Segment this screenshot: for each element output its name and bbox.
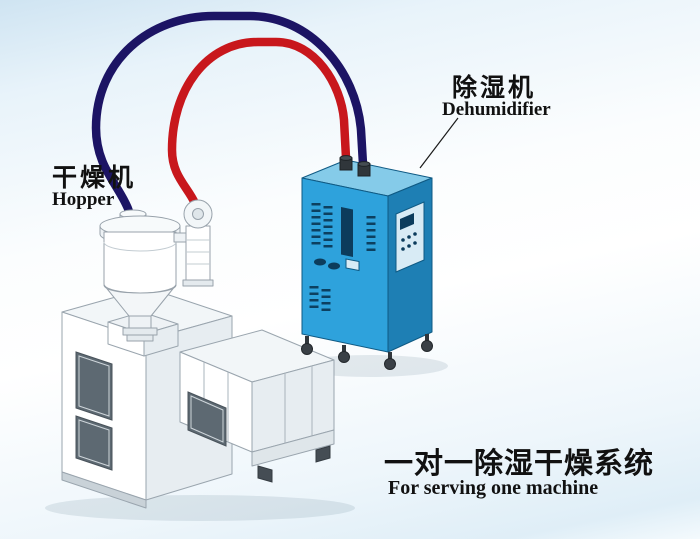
caster-stem [342, 345, 346, 354]
panel-button [401, 238, 405, 242]
control-display [400, 213, 414, 230]
barrel-panel-trim [190, 395, 224, 443]
oval-vent [328, 262, 340, 270]
hopper-body [103, 231, 177, 294]
return-air-hose-navy [91, 11, 368, 239]
hopper-band [103, 241, 177, 252]
barrel-skirt [251, 429, 335, 467]
machine-door-upper [75, 351, 113, 421]
system-caption-zh: 一对一除湿干燥系统 [384, 446, 655, 480]
barrel-panel [187, 391, 227, 447]
caster-wheel [301, 343, 313, 355]
hopper-dryer [99, 209, 181, 342]
machine-door-upper-trim [78, 355, 110, 417]
dehumidifier-cabinet [301, 155, 433, 370]
machine-door-lower [75, 415, 113, 471]
machine-foot [257, 465, 273, 483]
panel-button [413, 241, 417, 245]
panel-button [401, 247, 405, 251]
caster-wheel [421, 340, 433, 352]
hose-port-left-top [339, 155, 353, 161]
label-leader-line [419, 117, 459, 169]
hopper-label-zh: 干燥机 [52, 163, 137, 192]
panel-button [407, 244, 411, 248]
tall-vent [341, 207, 353, 257]
blower-fan-hub [192, 208, 204, 220]
hose-port-right-top [357, 161, 371, 167]
blower-base [182, 279, 214, 287]
panel-button [407, 235, 411, 239]
hopper-neck [128, 315, 152, 329]
hopper-label-en: Hopper [52, 189, 115, 210]
blower-column [185, 225, 211, 281]
oval-vent [314, 258, 326, 266]
blower-unit [173, 199, 214, 287]
machine-door-lower-trim [78, 419, 110, 467]
name-plate [345, 258, 360, 272]
extruder-machine [61, 287, 335, 509]
dehumidifier-label-zh: 除湿机 [452, 73, 537, 102]
hopper-flange-lower [126, 334, 154, 342]
caster-stem [305, 336, 309, 345]
dry-air-hose-red [167, 37, 351, 227]
dehumidifier-label-en: Dehumidifier [442, 99, 551, 120]
hopper-flange [122, 327, 158, 336]
hopper-cone [103, 284, 177, 317]
caster-wheel [384, 358, 396, 370]
machine-foot [315, 445, 331, 463]
machine-shadow [45, 495, 355, 521]
caster-wheel [338, 351, 350, 363]
caster-stem [425, 334, 429, 343]
panel-button [413, 232, 417, 236]
machine-kickplate [61, 471, 147, 509]
caster-stem [388, 352, 392, 361]
system-caption-en: For serving one machine [388, 477, 599, 499]
